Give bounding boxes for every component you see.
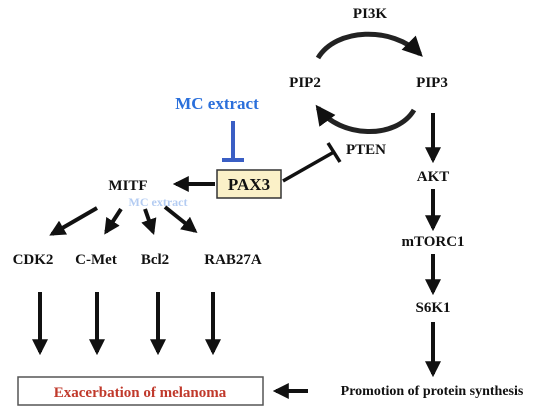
cmet-label: C-Met	[75, 252, 117, 268]
pten-label: PTEN	[346, 142, 386, 158]
inhibitor-stem-pax3-pten	[282, 150, 335, 183]
rab27a-label: RAB27A	[204, 252, 262, 268]
pip2-label: PIP2	[289, 75, 321, 91]
outcome-label: Exacerbation of melanoma	[54, 385, 227, 401]
arrow-mitf-cdk2	[49, 206, 99, 236]
arrow-mitf-rab27a	[163, 205, 198, 233]
pax3-box	[216, 169, 282, 199]
s6k1-label: S6K1	[415, 300, 450, 316]
pax3-label: PAX3	[228, 175, 270, 194]
mc-extract-ghost-label: MC extract	[129, 195, 188, 209]
cycle-arrow-top	[315, 31, 423, 60]
inhibitor-bar-pax3-pten	[326, 142, 342, 163]
cdk2-label: CDK2	[13, 252, 54, 268]
arrow-mitf-bcl2	[141, 208, 157, 236]
protein-synthesis-label: Promotion of protein synthesis	[341, 384, 524, 399]
arrow-mitf-cmet	[104, 207, 123, 235]
cycle-arrow-bottom	[315, 104, 417, 134]
outcome-box	[17, 376, 264, 406]
akt-label: AKT	[417, 169, 450, 185]
mc-extract-label: MC extract	[175, 94, 259, 113]
mitf-label: MITF	[108, 178, 147, 194]
pi3k-label: PI3K	[353, 6, 388, 22]
pip3-label: PIP3	[416, 75, 448, 91]
mtorc1-label: mTORC1	[401, 234, 464, 250]
bcl2-label: Bcl2	[141, 252, 169, 268]
